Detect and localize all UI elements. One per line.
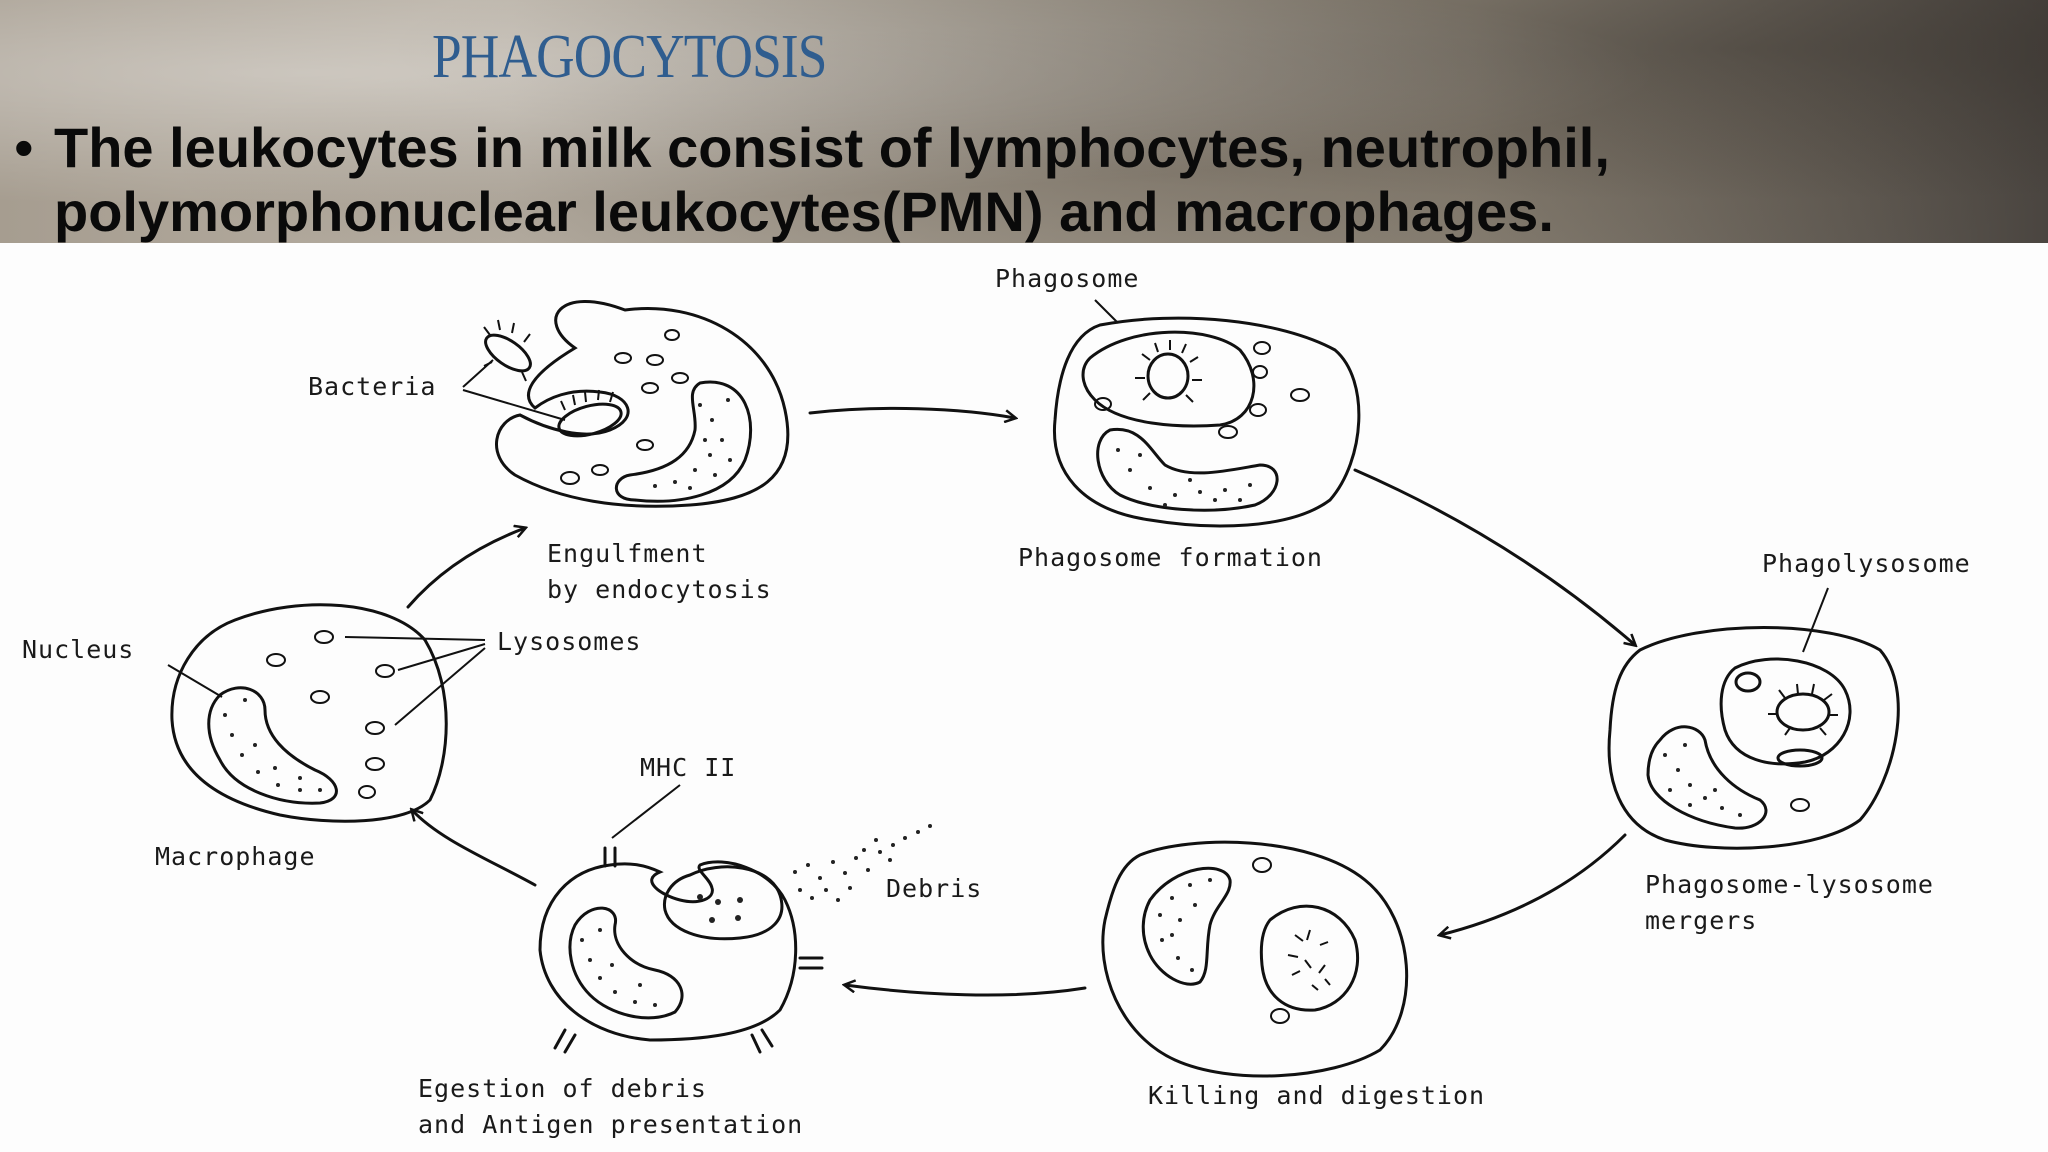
mhc-ii-receptor-bottom-right	[750, 1028, 774, 1054]
phagosome-vacuole	[1081, 330, 1256, 428]
phagolysosome-cell	[1607, 587, 1900, 850]
phagosome-leader-line	[1094, 299, 1119, 324]
digested-fragments	[1287, 929, 1331, 991]
nucleus-label: Nucleus	[22, 635, 134, 664]
phagolysosome-lysosome	[1790, 798, 1810, 812]
macrophage-nucleus-granules	[223, 698, 322, 792]
engulfment-nucleus	[614, 380, 753, 503]
bacteria-label: Bacteria	[308, 372, 436, 401]
free-bacterium-flagella	[483, 319, 531, 382]
phagolysosome-merging-lysosome	[1734, 671, 1762, 693]
mhc-ii-leader-line	[611, 784, 681, 839]
phagosome-bacterium	[1146, 352, 1190, 400]
bullet-text: The leukocytes in milk consist of lympho…	[54, 116, 1610, 243]
arrow-egestion-to-macrophage	[412, 810, 537, 887]
killing-nucleus-granules	[1158, 878, 1212, 972]
engulfment-nucleus-granules	[653, 398, 732, 490]
macrophage-nucleus	[207, 686, 338, 805]
phagolysosome-cell-membrane	[1607, 626, 1900, 850]
egestion-cell	[538, 784, 932, 1054]
phagosome-formation-label: Phagosome formation	[1018, 543, 1323, 572]
macrophage-lysosomes	[266, 630, 395, 799]
arrow-macrophage-to-engulfment	[406, 528, 525, 609]
arrow-phagolysosome-to-killing	[1440, 833, 1627, 935]
engulfment-label-line1: Engulfment	[547, 539, 708, 568]
debris-label: Debris	[886, 874, 982, 903]
killing-label: Killing and digestion	[1148, 1081, 1485, 1110]
free-bacterium	[484, 333, 532, 373]
engulfed-bacterium	[557, 402, 623, 438]
slide-title: PHAGOCYTOSIS	[432, 23, 827, 91]
egestion-nucleus	[568, 906, 684, 1020]
killing-lysosome-2	[1270, 1008, 1290, 1024]
phagolysosome-bacterium	[1775, 692, 1831, 732]
phagolysosome-label: Phagolysosome	[1762, 549, 1971, 578]
merger-label-line1: Phagosome-lysosome	[1645, 870, 1934, 899]
engulfment-cell	[462, 299, 790, 508]
egestion-nucleus-granules	[580, 928, 657, 1007]
digestion-vacuole	[1259, 904, 1360, 1012]
egestion-label-line2: and Antigen presentation	[418, 1110, 803, 1139]
macrophage-cell-membrane	[170, 603, 448, 823]
phagolysosome-merging-lysosome-2	[1776, 748, 1824, 768]
macrophage-cell	[167, 603, 486, 823]
mhc-ii-label: MHC II	[640, 753, 736, 782]
debris-particles	[793, 824, 932, 902]
egestion-vacuole	[662, 865, 784, 941]
phagosome-nucleus	[1096, 427, 1279, 512]
killing-nucleus	[1141, 866, 1232, 986]
phagosome-lysosomes	[1094, 341, 1310, 439]
mhc-ii-receptor-right	[798, 956, 824, 970]
phagosome-nucleus-granules	[1116, 448, 1252, 507]
bacteria-leader-lines	[462, 359, 566, 421]
egestion-label-line1: Egestion of debris	[418, 1074, 707, 1103]
egestion-vacuole-debris	[697, 894, 743, 923]
macrophage-label: Macrophage	[155, 842, 316, 871]
killing-cell-membrane	[1101, 840, 1409, 1078]
killing-lysosome-1	[1252, 857, 1272, 873]
phagosome-bacterium-flagella	[1135, 340, 1202, 403]
phagocytosis-cycle-diagram: Bacteria Engulfment by endocytosis Phago…	[22, 264, 1971, 1139]
phagosome-label: Phagosome	[995, 264, 1139, 293]
cycle-arrows	[406, 406, 1635, 997]
phagolysosome-leader-line	[1802, 587, 1829, 653]
arrow-killing-to-egestion	[845, 985, 1087, 997]
phagolysosome-nucleus-granules	[1663, 743, 1742, 817]
mhc-ii-receptor-top	[603, 846, 617, 868]
arrow-engulfment-to-phagosome	[808, 406, 1015, 418]
phagolysosome-nucleus	[1646, 725, 1768, 830]
killing-digestion-cell	[1101, 840, 1409, 1078]
merger-label-line2: mergers	[1645, 906, 1757, 935]
bullet-marker: •	[14, 116, 34, 179]
title-banner: PHAGOCYTOSIS • The leukocytes in milk co…	[0, 0, 2048, 243]
egestion-cell-membrane	[538, 860, 798, 1042]
mhc-ii-receptor-bottom-left	[553, 1028, 577, 1054]
phagolysosome-bacterium-flagella	[1768, 683, 1838, 736]
macrophage-leader-lines	[167, 636, 486, 726]
engulfment-label-line2: by endocytosis	[547, 575, 772, 604]
lysosomes-label: Lysosomes	[497, 627, 641, 656]
engulfment-cell-membrane	[495, 299, 790, 508]
phagolysosome-vacuole	[1719, 657, 1852, 766]
arrow-phagosome-to-phagolysosome	[1353, 468, 1635, 645]
phagosome-formation-cell	[1052, 299, 1361, 528]
phagosome-cell-membrane	[1052, 316, 1361, 528]
bullet-point: • The leukocytes in milk consist of lymp…	[14, 116, 2044, 244]
engulfed-bacterium-flagella	[560, 389, 614, 411]
engulfment-lysosomes	[560, 329, 689, 485]
